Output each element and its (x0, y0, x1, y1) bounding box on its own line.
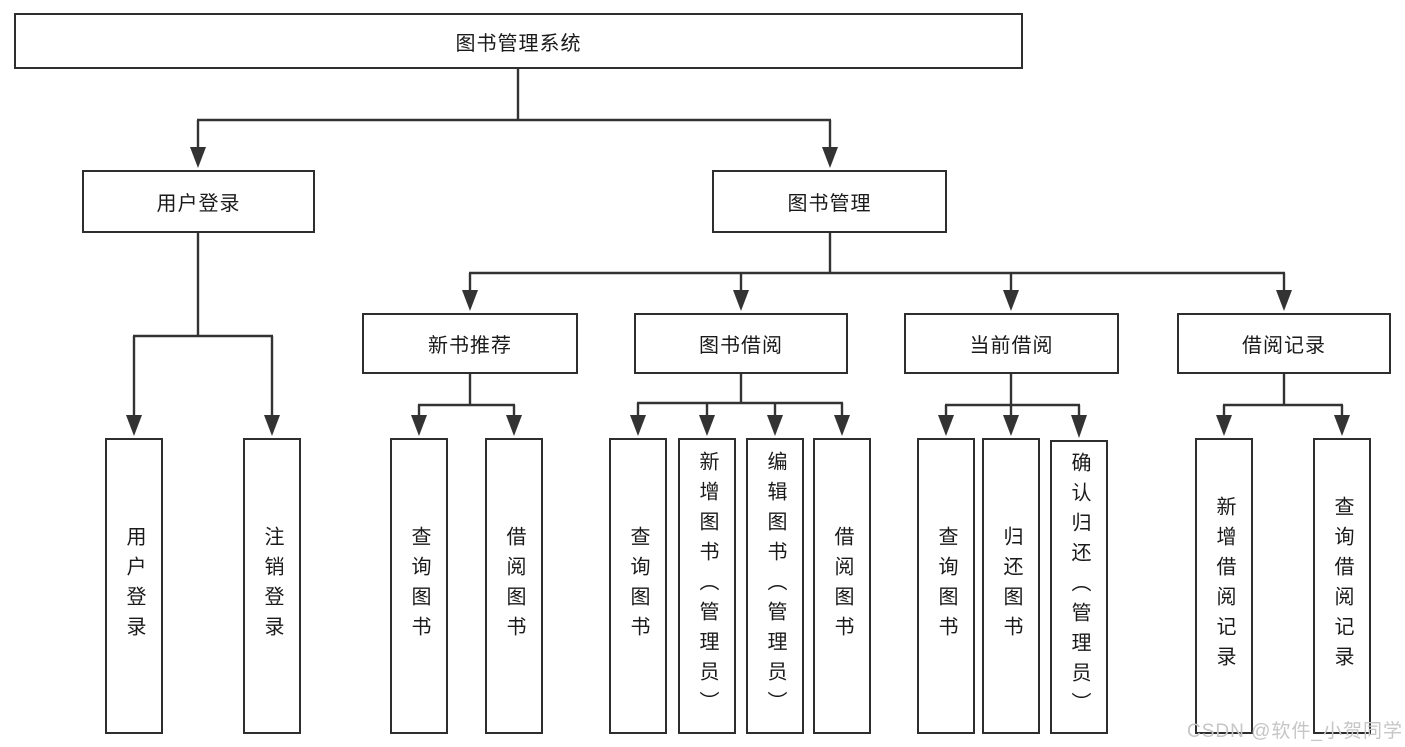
leaf-logout: 注销登录 (243, 438, 301, 734)
node-book-borrowing: 图书借阅 (634, 313, 848, 374)
connector-book-mgmt-to-level3 (468, 233, 1286, 293)
node-label: 用户登录 (156, 193, 241, 215)
node-label: 查询图书 (408, 526, 430, 646)
node-label: 确认归还（管理员） (1068, 452, 1090, 722)
arrowhead (1003, 290, 1019, 311)
leaf-edit-books-admin: 编辑图书（管理员） (746, 438, 804, 734)
node-label: 查询借阅记录 (1331, 496, 1353, 676)
arrowhead (733, 290, 749, 311)
arrowhead (834, 415, 850, 436)
node-label: 图书借阅 (699, 335, 783, 357)
arrowhead (264, 415, 280, 436)
arrowhead (1216, 415, 1232, 436)
node-label: 图书管理系统 (455, 32, 582, 55)
connector-user-login-to-leaves (132, 233, 274, 418)
node-label: 新增借阅记录 (1213, 496, 1235, 676)
leaf-query-borrow-record: 查询借阅记录 (1313, 438, 1371, 734)
leaf-query-books: 查询图书 (609, 438, 667, 734)
node-label: 编辑图书（管理员） (764, 451, 786, 721)
leaf-borrow-books: 借阅图书 (485, 438, 543, 734)
arrowhead (506, 415, 522, 436)
node-label: 新增图书（管理员） (696, 451, 718, 721)
arrowhead (938, 415, 954, 436)
leaf-add-borrow-record: 新增借阅记录 (1195, 438, 1253, 734)
arrowhead (1334, 415, 1350, 436)
node-label: 图书管理 (787, 193, 872, 215)
node-user-login: 用户登录 (82, 170, 315, 233)
arrowhead (630, 415, 646, 436)
connector-root-to-level2 (196, 69, 832, 150)
arrowhead (126, 415, 142, 436)
node-label: 借阅图书 (831, 526, 853, 646)
leaf-query-books: 查询图书 (390, 438, 448, 734)
node-current-borrowing: 当前借阅 (904, 313, 1119, 374)
arrowhead (1003, 415, 1019, 436)
node-label: 新书推荐 (428, 335, 512, 357)
node-book-management: 图书管理 (712, 170, 947, 233)
arrowhead (699, 415, 715, 436)
node-label: 当前借阅 (969, 335, 1054, 357)
arrowhead (767, 415, 783, 436)
leaf-confirm-return-admin: 确认归还（管理员） (1050, 440, 1108, 734)
arrowhead (822, 147, 838, 168)
connector-borrow-record-to-leaves (1222, 374, 1344, 418)
leaf-query-books: 查询图书 (917, 438, 975, 734)
connector-new-book-rec-to-leaves (417, 374, 516, 418)
connector-book-borrow-to-leaves (636, 374, 844, 418)
arrowhead (1071, 415, 1087, 438)
arrowhead (462, 290, 478, 311)
leaf-user-login: 用户登录 (105, 438, 163, 734)
csdn-watermark: CSDN @软件_小贺同学 (1187, 721, 1403, 742)
arrowhead (190, 147, 206, 168)
leaf-borrow-books: 借阅图书 (813, 438, 871, 734)
node-label: 查询图书 (627, 526, 649, 646)
node-borrowing-records: 借阅记录 (1177, 313, 1391, 374)
node-label: 注销登录 (261, 526, 283, 646)
node-label: 查询图书 (935, 526, 957, 646)
node-library-management-system: 图书管理系统 (14, 13, 1023, 69)
leaf-return-books: 归还图书 (982, 438, 1040, 734)
arrowhead (1276, 290, 1292, 311)
node-label: 归还图书 (1000, 526, 1022, 646)
node-label: 借阅记录 (1242, 335, 1326, 357)
node-new-book-recommendation: 新书推荐 (362, 313, 578, 374)
arrowhead (411, 415, 427, 436)
node-label: 借阅图书 (503, 526, 525, 646)
leaf-add-books-admin: 新增图书（管理员） (678, 438, 736, 734)
node-label: 用户登录 (123, 526, 145, 646)
connector-current-borrow-to-leaves (944, 374, 1081, 418)
